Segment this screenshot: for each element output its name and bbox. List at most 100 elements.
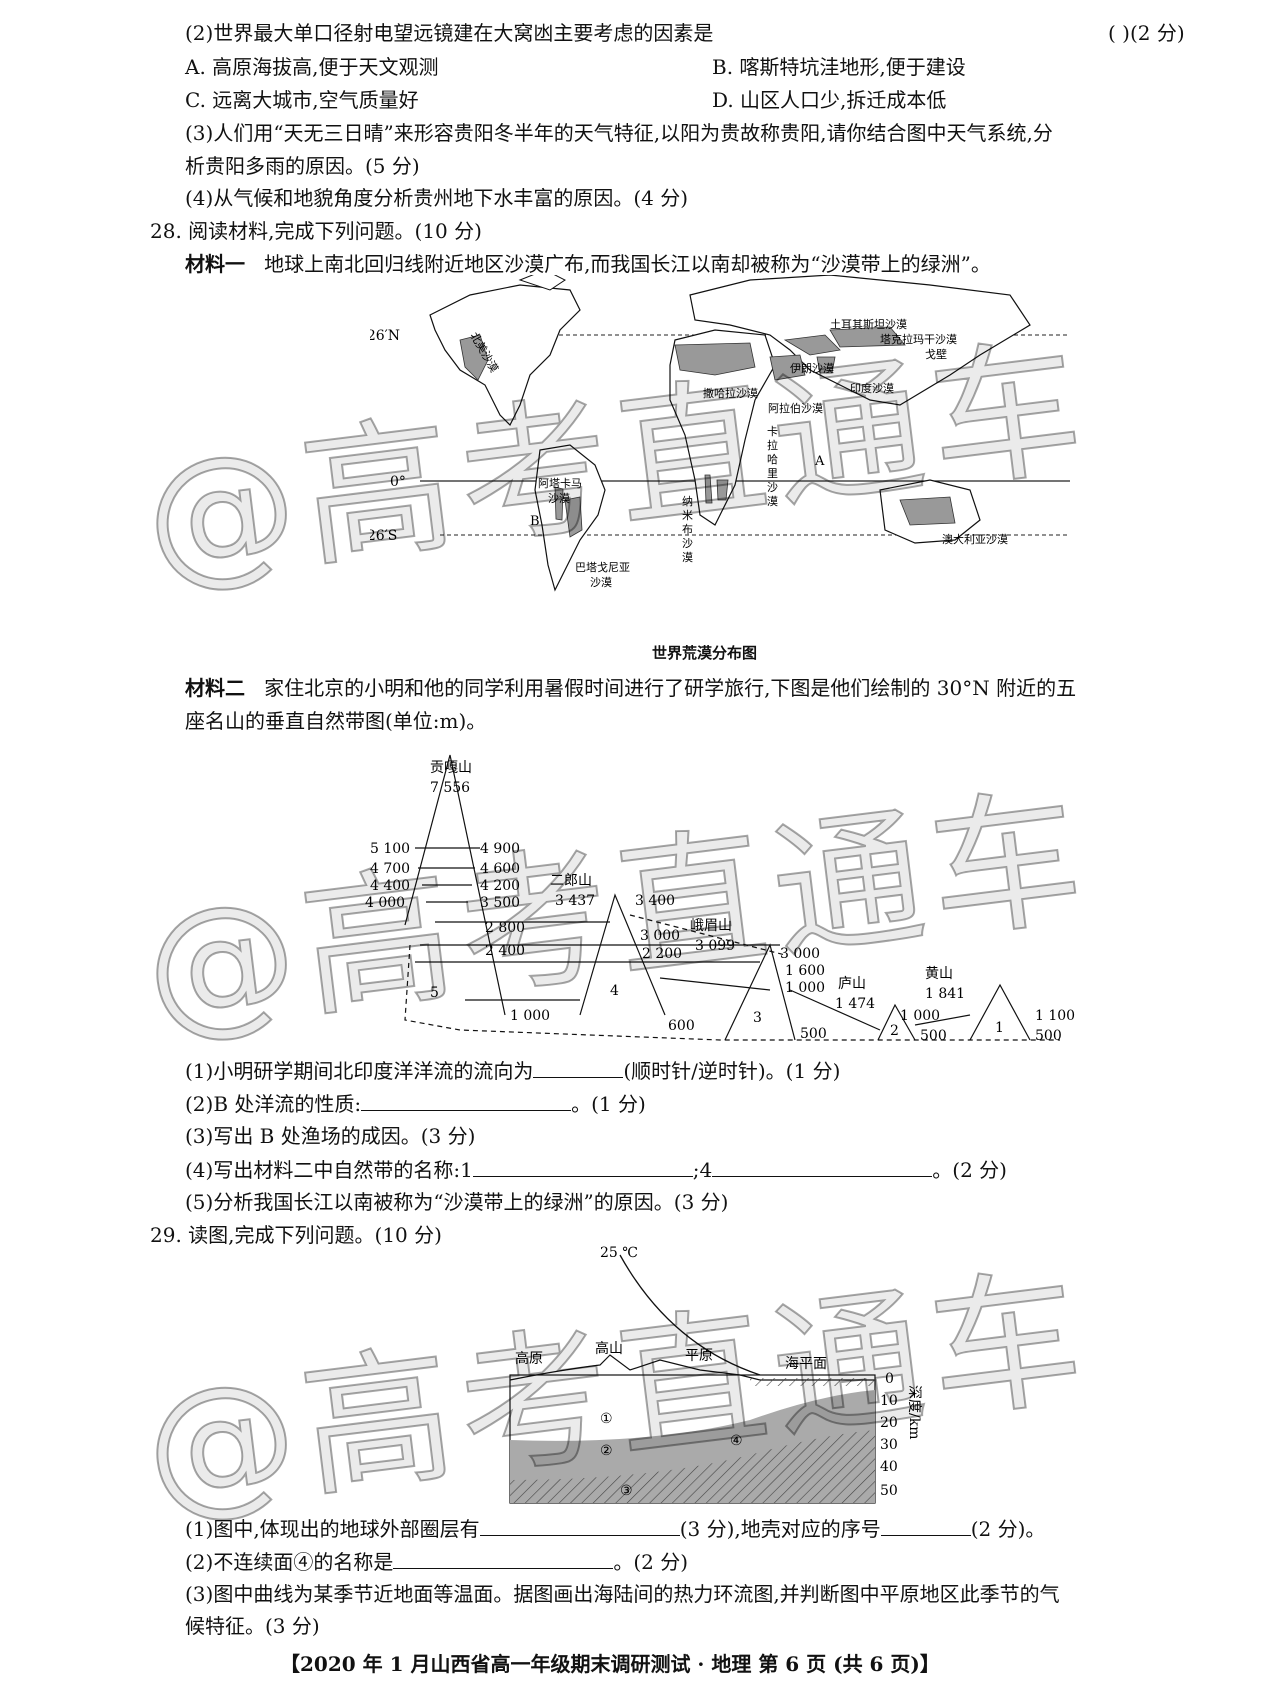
svg-text:卡: 卡 [767, 425, 778, 438]
material2-label: 材料二 [185, 676, 245, 700]
layer-4-label: ④ [730, 1433, 743, 1449]
zone-label-2: 2 [890, 1023, 899, 1039]
q28-sub5: (5)分析我国长江以南被称为“沙漠带上的绿洲”的原因。(3 分) [185, 1190, 729, 1214]
label-iran-desert: 伊朗沙漠 [790, 362, 834, 375]
material1-text: 地球上南北回归线附近地区沙漠广布,而我国长江以南却被称为“沙漠带上的绿洲”。 [264, 252, 991, 276]
q28-sub4-text-a: (4)写出材料二中自然带的名称:1 [185, 1158, 473, 1182]
svg-text:纳: 纳 [682, 495, 693, 508]
lushan-name: 庐山 [838, 976, 866, 992]
answer-blank[interactable] [880, 1515, 971, 1536]
zone-label-5: 5 [430, 985, 439, 1001]
answer-blank[interactable] [533, 1057, 624, 1078]
erlang-tick-600: 600 [668, 1018, 695, 1034]
answer-blank[interactable] [361, 1090, 572, 1111]
emei-tick-1600: 1 600 [785, 963, 825, 979]
lat-label-north: 23°26′N [370, 328, 400, 344]
label-turkestan-desert: 土耳其斯坦沙漠 [830, 317, 907, 331]
label-sahara-desert: 撒哈拉沙漠 [703, 386, 758, 400]
plain-label: 平原 [685, 1348, 713, 1364]
crust-cross-section-diagram: 25 ℃ 高原 高山 平原 海平面 ① ② ③ ④ 0 10 20 30 40 … [509, 1245, 922, 1504]
svg-text:沙: 沙 [767, 481, 778, 494]
lushan-tick-1000: 1 000 [900, 1008, 940, 1024]
q29-sub1-text-c: (2 分)。 [970, 1517, 1046, 1541]
q27-part3-line1: (3)人们用“天无三日晴”来形容贵阳冬半年的天气特征,以阳为贵故称贵阳,请你结合… [185, 121, 1053, 145]
zone-label-1: 1 [995, 1020, 1004, 1036]
erlang-tick-2200: 2 200 [642, 946, 682, 962]
lushan-height: 1 474 [835, 996, 875, 1012]
vertical-zones-diagram: 贡嘎山 7 556 二郎山 3 437 峨眉山 3 099 庐山 1 474 黄… [365, 754, 1075, 1044]
sea-water [750, 1378, 875, 1386]
layer-2-label: ② [600, 1443, 613, 1459]
q27-part4: (4)从气候和地貌角度分析贵州地下水丰富的原因。(4 分) [185, 186, 689, 210]
label-arabia-desert: 阿拉伯沙漠 [768, 401, 823, 415]
lat-label-equator: 0° [390, 474, 406, 490]
q28-sub2-text-b: 。(1 分) [571, 1092, 646, 1116]
arabia-desert-area [769, 354, 806, 381]
answer-blank[interactable] [472, 1156, 693, 1177]
q27-option-a: A. 高原海拔高,便于天文观测 [185, 55, 439, 79]
gongga-tick-4600: 4 600 [480, 861, 520, 877]
q28-sub2-text-a: (2)B 处洋流的性质: [185, 1092, 362, 1116]
erlang-peak-outline [579, 893, 666, 1016]
layer-3-label: ③ [620, 1483, 633, 1499]
depth-axis-label: 深度/km [906, 1385, 922, 1439]
zone-label-4: 4 [610, 983, 619, 999]
left-tick-4400: 4 400 [370, 878, 410, 894]
map-point-b: B [530, 514, 540, 529]
answer-blank[interactable] [479, 1515, 680, 1536]
q28-sub3: (3)写出 B 处渔场的成因。(3 分) [185, 1124, 476, 1148]
svg-text:拉: 拉 [767, 438, 778, 452]
q29-sub1-text-a: (1)图中,体现出的地球外部圈层有 [185, 1517, 480, 1541]
erlang-tick-3000: 3 000 [640, 928, 680, 944]
depth-tick-10: 10 [880, 1393, 898, 1409]
sea-level-label: 海平面 [785, 1356, 827, 1372]
material1-label: 材料一 [185, 252, 245, 276]
gongga-tick-2400: 2 400 [485, 943, 525, 959]
gongga-tick-3500: 3 500 [480, 895, 520, 911]
emei-name: 峨眉山 [690, 918, 732, 934]
q28-material2-line1: 材料二 家住北京的小明和他的同学利用暑假时间进行了研学旅行,下图是他们绘制的 3… [185, 675, 1076, 701]
depth-tick-30: 30 [880, 1437, 898, 1453]
svg-text:阿塔卡马: 阿塔卡马 [538, 477, 582, 490]
gongga-name: 贡嘎山 [430, 760, 472, 776]
q28-sub1-text-b: (顺时针/逆时针)。(1 分) [623, 1059, 841, 1083]
answer-blank[interactable] [712, 1156, 933, 1177]
surface-profile [509, 1354, 875, 1381]
answer-blank[interactable] [393, 1548, 614, 1569]
depth-tick-40: 40 [880, 1459, 898, 1475]
emei-height: 3 099 [695, 938, 735, 954]
q28-material2-line2: 座名山的垂直自然带图(单位:m)。 [185, 709, 487, 733]
north-america-desert-area [459, 334, 489, 381]
india-desert-area [816, 356, 836, 374]
gongga-height: 7 556 [430, 780, 470, 796]
atacama-desert-area [554, 486, 564, 521]
svg-text:漠: 漠 [767, 495, 778, 508]
q29-sub1-text-b: (3 分),地壳对应的序号 [679, 1517, 881, 1541]
svg-text:布: 布 [682, 523, 693, 536]
sahara-desert-area [674, 342, 756, 376]
q29-sub2-text-a: (2)不连续面④的名称是 [185, 1550, 394, 1574]
q28-sub4-text-c: 。(2 分) [932, 1158, 1007, 1182]
label-india-desert: 印度沙漠 [850, 381, 894, 395]
gongga-tick-1000: 1 000 [510, 1008, 550, 1024]
label-namib-desert: 纳 米 布 沙 漠 [682, 495, 693, 564]
australia-desert-area [899, 496, 956, 526]
label-patagonia-desert: 巴塔戈尼亚 沙漠 [575, 561, 630, 589]
huangshan-tick-500: 500 [1035, 1028, 1062, 1044]
svg-text:米: 米 [682, 509, 693, 522]
q28-sub4: (4)写出材料二中自然带的名称:1;4。(2 分) [185, 1156, 1007, 1183]
svg-text:哈: 哈 [767, 453, 778, 466]
kalahari-desert-area [716, 479, 729, 501]
emei-tick-1000: 1 000 [785, 980, 825, 996]
emei-tick-500: 500 [800, 1026, 827, 1042]
lat-label-south: 23°26′S [370, 528, 397, 544]
iran-desert-area [783, 334, 841, 356]
label-kalahari-desert: 卡 拉 哈 里 沙 漠 [767, 425, 778, 508]
left-tick-4000: 4 000 [365, 895, 405, 911]
svg-text:沙: 沙 [682, 537, 693, 550]
gongga-tick-4900: 4 900 [480, 841, 520, 857]
q29-sub2: (2)不连续面④的名称是。(2 分) [185, 1548, 688, 1575]
plateau-label: 高原 [515, 1350, 543, 1367]
huangshan-name: 黄山 [925, 965, 953, 982]
q27-option-b: B. 喀斯特坑洼地形,便于建设 [712, 55, 966, 79]
